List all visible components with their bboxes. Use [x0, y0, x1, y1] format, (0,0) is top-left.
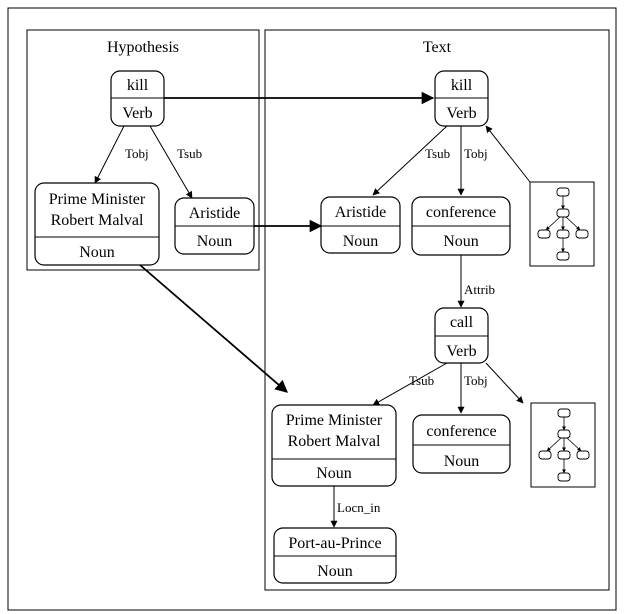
edge-txt-kill-tsub — [372, 125, 448, 196]
node-label-line2: Robert Malval — [288, 433, 381, 450]
node-label: kill — [451, 77, 473, 94]
edge-subgraph-top — [485, 125, 531, 183]
edge-txt-call-tsub — [372, 362, 448, 406]
node-type: Verb — [446, 105, 476, 122]
node-label-line1: Prime Minister — [49, 191, 146, 208]
edge-label-txt-attrib: Attrib — [464, 282, 495, 297]
edge-label-txt-kill-tobj: Tobj — [464, 146, 488, 161]
subgraph-icon — [529, 181, 595, 267]
node-label: conference — [426, 204, 496, 221]
text-panel: Text — [264, 29, 610, 591]
node-type: Noun — [79, 244, 115, 261]
node-type: Noun — [197, 233, 233, 250]
figure-frame — [7, 7, 617, 611]
node-label: conference — [426, 423, 496, 440]
edge-label-hyp-tobj: Tobj — [125, 146, 149, 161]
edge-subgraph-bottom — [485, 362, 524, 404]
node-type: Noun — [443, 233, 479, 250]
text-panel-title: Text — [423, 39, 452, 56]
node-txt-conference-2: conference Noun — [412, 414, 511, 474]
subgraph-icon — [530, 402, 596, 488]
edge-label-txt-locn-in: Locn_in — [337, 500, 381, 515]
hypothesis-panel: Hypothesis — [26, 29, 260, 271]
node-txt-port: Port-au-Prince Noun — [273, 527, 397, 584]
node-type: Noun — [343, 233, 379, 250]
edge-label-txt-kill-tsub: Tsub — [425, 146, 450, 161]
node-type: Noun — [316, 465, 352, 482]
node-txt-call: call Verb — [434, 307, 489, 364]
node-label-line2: Robert Malval — [51, 212, 144, 229]
node-type: Noun — [444, 453, 480, 470]
node-txt-pm: Prime Minister Robert Malval Noun — [271, 404, 397, 487]
node-txt-aristide: Aristide Noun — [320, 196, 401, 254]
node-hyp-pm: Prime Minister Robert Malval Noun — [34, 182, 160, 266]
node-type: Noun — [317, 563, 353, 580]
node-hyp-kill: kill Verb — [110, 70, 165, 127]
edge-hyp-tsub — [149, 125, 193, 199]
edge-label-txt-call-tsub: Tsub — [409, 373, 434, 388]
node-type: Verb — [122, 105, 152, 122]
node-label: call — [450, 314, 474, 331]
hypothesis-panel-title: Hypothesis — [107, 39, 179, 56]
edge-hyp-tobj — [94, 125, 125, 184]
node-txt-kill: kill Verb — [434, 70, 489, 127]
node-label: Aristide — [335, 204, 387, 221]
node-label-line1: Prime Minister — [286, 412, 383, 429]
edge-map-pm — [139, 264, 288, 393]
node-label: Port-au-Prince — [288, 535, 381, 552]
node-label: kill — [127, 77, 149, 94]
node-txt-conference-1: conference Noun — [411, 196, 511, 256]
node-type: Verb — [446, 343, 476, 360]
node-label: Aristide — [189, 205, 241, 222]
node-hyp-aristide: Aristide Noun — [174, 197, 255, 255]
edge-label-hyp-tsub: Tsub — [177, 146, 202, 161]
edge-label-txt-call-tobj: Tobj — [464, 373, 488, 388]
